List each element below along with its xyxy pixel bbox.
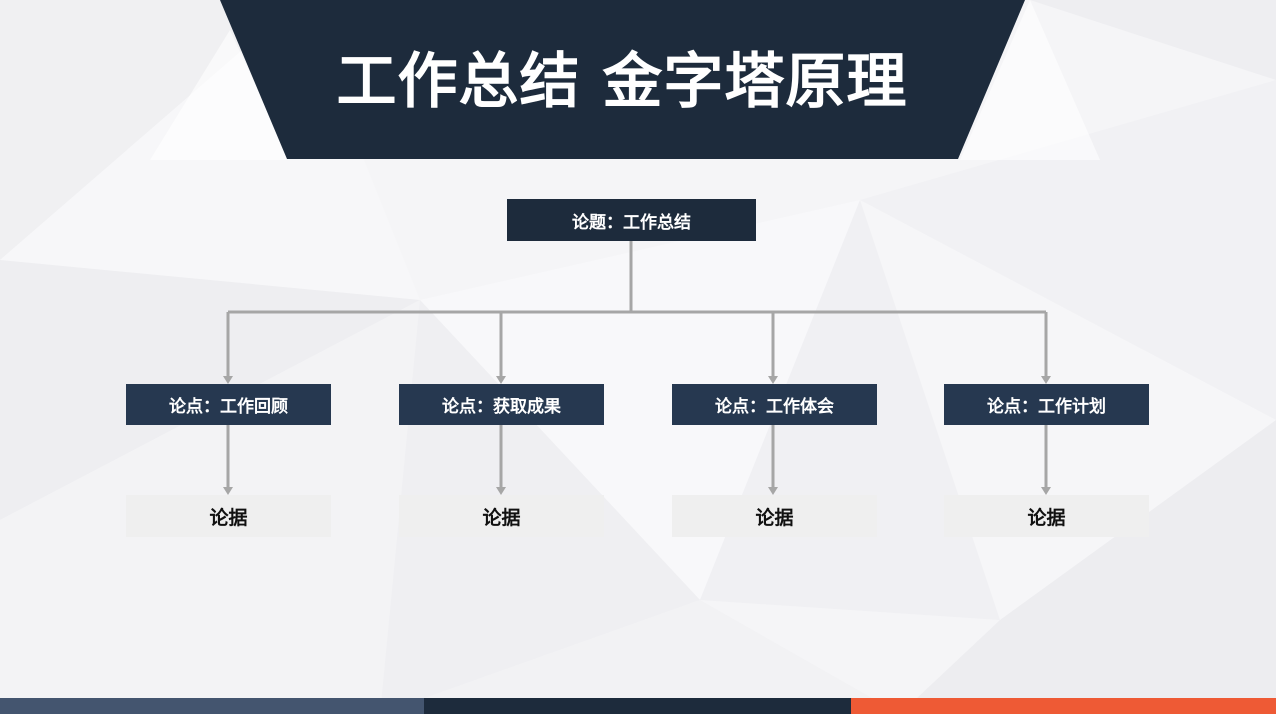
evidence-label: 论据 (1027, 506, 1066, 529)
bottom-bar-middle (424, 698, 851, 714)
evidence-arrow-head-4 (1041, 487, 1051, 495)
point-box-achievements: 论点：获取成果 (399, 384, 604, 425)
arrow-head-2 (496, 376, 506, 384)
point-box-work-plan: 论点：工作计划 (944, 384, 1149, 425)
evidence-box-4: 论据 (944, 495, 1149, 537)
evidence-label: 论据 (755, 506, 794, 529)
title-banner-shape (220, 0, 1025, 159)
bottom-color-bar (0, 698, 1276, 714)
evidence-box-3: 论据 (672, 495, 877, 537)
arrow-head-4 (1041, 376, 1051, 384)
arrow-head-3 (768, 376, 778, 384)
root-topic-label: 论题：工作总结 (572, 212, 691, 233)
point-label: 论点：工作计划 (987, 397, 1106, 417)
evidence-label: 论据 (482, 506, 521, 529)
page-title: 工作总结 金字塔原理 (336, 47, 908, 117)
evidence-box-1: 论据 (126, 495, 331, 537)
arrow-head-1 (223, 376, 233, 384)
evidence-label: 论据 (209, 506, 248, 529)
root-topic-box: 论题：工作总结 (507, 199, 756, 241)
point-box-experience: 论点：工作体会 (672, 384, 877, 425)
title-banner (220, 0, 1025, 159)
bottom-bar-left (0, 698, 424, 714)
evidence-arrow-head-2 (496, 487, 506, 495)
point-label: 论点：工作体会 (715, 397, 834, 417)
evidence-arrow-head-1 (223, 487, 233, 495)
point-label: 论点：获取成果 (442, 397, 561, 417)
evidence-arrow-head-3 (768, 487, 778, 495)
evidence-box-2: 论据 (399, 495, 604, 537)
point-box-work-review: 论点：工作回顾 (126, 384, 331, 425)
point-label: 论点：工作回顾 (169, 397, 288, 417)
bottom-bar-right (851, 698, 1276, 714)
